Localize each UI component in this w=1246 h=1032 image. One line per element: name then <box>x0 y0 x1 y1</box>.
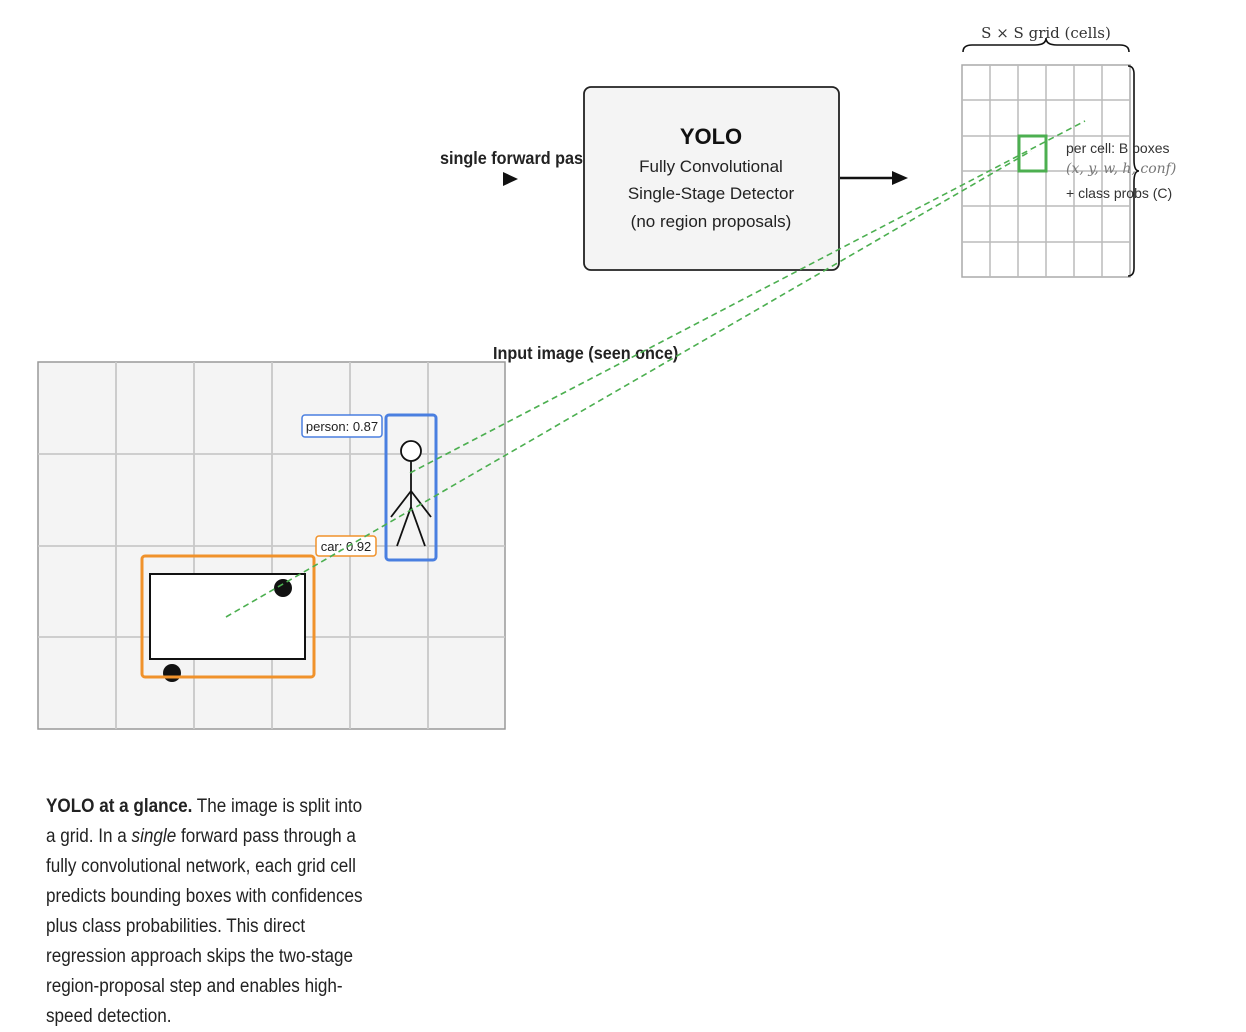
output-arrow <box>840 171 908 185</box>
person-label-text: person: 0.87 <box>306 419 378 434</box>
right-brace <box>1127 65 1140 277</box>
caption-part2: forward pass through a fully convolution… <box>46 826 363 1027</box>
forward-pass-arrowhead <box>503 172 518 186</box>
forward-pass-label: single forward pas <box>440 148 583 168</box>
yolo-line2: Single-Stage Detector <box>628 184 795 203</box>
caption-italic: single <box>131 826 177 847</box>
person-label-tag: person: 0.87 <box>301 414 383 438</box>
person-object <box>390 440 432 547</box>
projection-lines <box>225 120 1086 618</box>
car-label-text: car: 0.92 <box>321 539 372 554</box>
person-bounding-box <box>384 413 438 562</box>
input-image: car: 0.92 person: 0.87 <box>37 361 506 730</box>
yolo-line3: (no region proposals) <box>631 212 792 231</box>
yolo-line1: Fully Convolutional <box>639 157 783 176</box>
caption: YOLO at a glance. The image is split int… <box>46 792 370 1032</box>
car-bounding-box <box>140 554 316 679</box>
yolo-network-box: YOLO Fully Convolutional Single-Stage De… <box>583 86 840 271</box>
car-wheel <box>163 664 181 682</box>
output-grid-lines <box>962 65 1130 277</box>
yolo-diagram: S × S grid (cells) per cell: B boxes (x,… <box>37 24 1176 730</box>
input-image-label: Input image (seen once) <box>493 343 678 363</box>
caption-part1: The image is split into a grid. In a <box>46 796 363 847</box>
top-brace <box>962 37 1130 53</box>
cell-output-line2: (x, y, w, h, conf) <box>1066 161 1176 177</box>
caption-bold: YOLO at a glance. <box>46 796 193 817</box>
cell-output-line3: + class probs (C) <box>1066 185 1172 201</box>
grid-brace-label: S × S grid (cells) <box>981 24 1111 42</box>
yolo-title: YOLO <box>680 124 742 149</box>
car-label-tag: car: 0.92 <box>315 535 377 557</box>
cell-output-line1: per cell: B boxes <box>1066 140 1170 156</box>
highlighted-cell <box>1017 134 1048 173</box>
car-wheel <box>274 579 292 597</box>
